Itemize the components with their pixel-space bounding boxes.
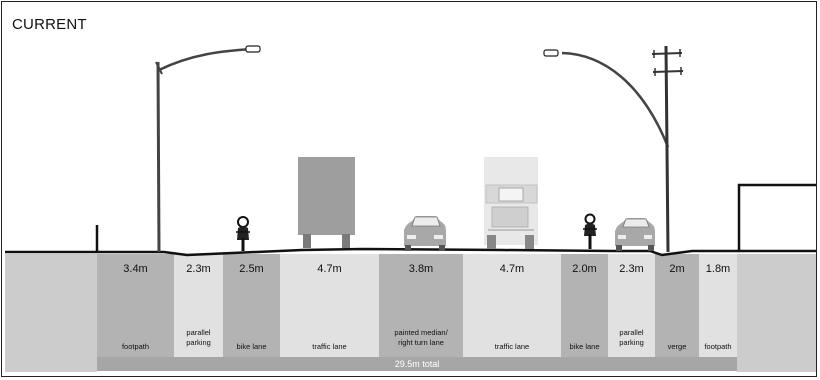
segment-name-label: traffic lane: [495, 342, 529, 351]
cyclist-right: [583, 213, 597, 249]
segment-name-label: bike lane: [236, 342, 266, 351]
segment-band-10: [699, 254, 737, 357]
segment-band-5: [379, 254, 463, 357]
segment-bands: 3.4mfootpath2.3mparallelparking2.5mbike …: [97, 254, 737, 357]
segment-width-label: 1.8m: [706, 263, 730, 275]
segment-band-6: [463, 254, 561, 357]
diagram-title: CURRENT: [12, 16, 87, 33]
segment-band-7: [561, 254, 608, 357]
car-parked: [615, 218, 655, 251]
total-width-label: 29.5m total: [395, 359, 440, 369]
segment-band-3: [223, 254, 280, 357]
segment-width-label: 3.8m: [409, 263, 433, 275]
car-median: [404, 216, 446, 251]
segment-width-label: 2.0m: [572, 263, 596, 275]
segment-band-8: [608, 254, 655, 357]
segment-name-label: parking: [619, 338, 644, 347]
left-street-light: [155, 45, 261, 253]
segment-name-label: parallel: [619, 328, 644, 337]
segment-name-label: verge: [668, 342, 687, 351]
segment-name-label: traffic lane: [312, 342, 346, 351]
segment-name-label: right turn lane: [398, 338, 444, 347]
left-side-band: [5, 254, 97, 372]
segment-name-label: parking: [186, 338, 211, 347]
utility-pole: [651, 45, 684, 253]
segment-width-label: 2.5m: [239, 263, 263, 275]
segment-band-2: [174, 254, 223, 357]
ground-line: [5, 247, 816, 257]
segment-name-label: painted median/: [394, 328, 448, 337]
segment-name-label: parallel: [186, 328, 211, 337]
segment-band-4: [280, 254, 379, 357]
segment-name-label: footpath: [122, 342, 149, 351]
segment-width-label: 2.3m: [186, 263, 210, 275]
segment-width-label: 4.7m: [317, 263, 341, 275]
segment-band-1: [97, 254, 174, 357]
total-width-bar: [97, 357, 737, 371]
segment-name-label: bike lane: [569, 342, 599, 351]
truck-rear-view: [298, 157, 355, 248]
segment-width-label: 2m: [669, 263, 684, 275]
right-street-light: [543, 49, 670, 148]
building-outline: [737, 183, 816, 251]
segment-band-9: [655, 254, 699, 357]
segment-width-label: 4.7m: [500, 263, 524, 275]
segment-name-label: footpath: [704, 342, 731, 351]
segment-width-label: 2.3m: [619, 263, 643, 275]
segment-width-label: 3.4m: [123, 263, 147, 275]
cyclist-left: [236, 216, 250, 251]
truck-front-view: [484, 157, 538, 249]
right-side-band: [737, 254, 816, 372]
